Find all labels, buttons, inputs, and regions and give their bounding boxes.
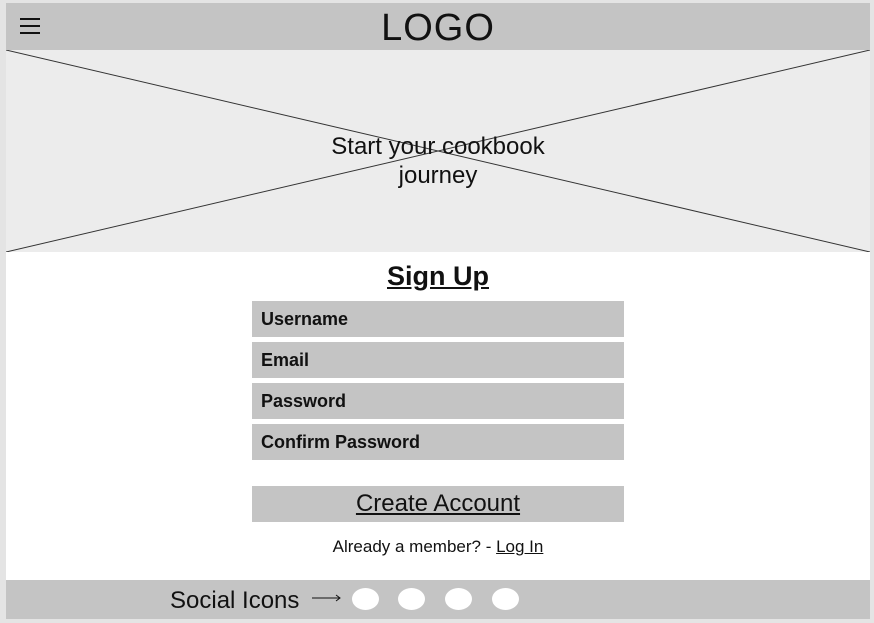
- social-icon-4[interactable]: [492, 588, 519, 610]
- logo: LOGO: [381, 7, 495, 49]
- confirm-password-input[interactable]: [252, 424, 624, 460]
- placeholder-diagonal: [6, 50, 870, 252]
- footer-bar: Social Icons: [6, 580, 870, 619]
- login-prompt: Already a member? - Log In: [6, 536, 870, 558]
- password-input[interactable]: [252, 383, 624, 419]
- top-header: LOGO: [6, 3, 870, 50]
- signup-title: Sign Up: [387, 261, 489, 291]
- social-icon-3[interactable]: [445, 588, 472, 610]
- menu-line: [20, 25, 40, 27]
- create-account-button[interactable]: Create Account: [252, 486, 624, 522]
- login-link[interactable]: Log In: [496, 537, 544, 556]
- arrow-right-icon: [312, 594, 341, 602]
- menu-line: [20, 18, 40, 20]
- member-text: Already a member? -: [332, 537, 497, 556]
- hero-line-2: journey: [398, 162, 478, 189]
- hero-banner: Start your cookbook journey: [6, 50, 870, 252]
- username-input[interactable]: [252, 301, 624, 337]
- email-input[interactable]: [252, 342, 624, 378]
- menu-line: [20, 32, 40, 34]
- image-placeholder-x: [6, 50, 870, 252]
- social-icons-label: Social Icons: [170, 587, 300, 614]
- page-frame: LOGO Start your cookbook journey Sign Up…: [6, 3, 870, 619]
- hero-tagline: Start your cookbook journey: [6, 132, 870, 190]
- social-icon-2[interactable]: [398, 588, 425, 610]
- hero-line-1: Start your cookbook: [331, 133, 545, 160]
- social-icon-1[interactable]: [352, 588, 379, 610]
- hamburger-menu-icon[interactable]: [20, 17, 40, 35]
